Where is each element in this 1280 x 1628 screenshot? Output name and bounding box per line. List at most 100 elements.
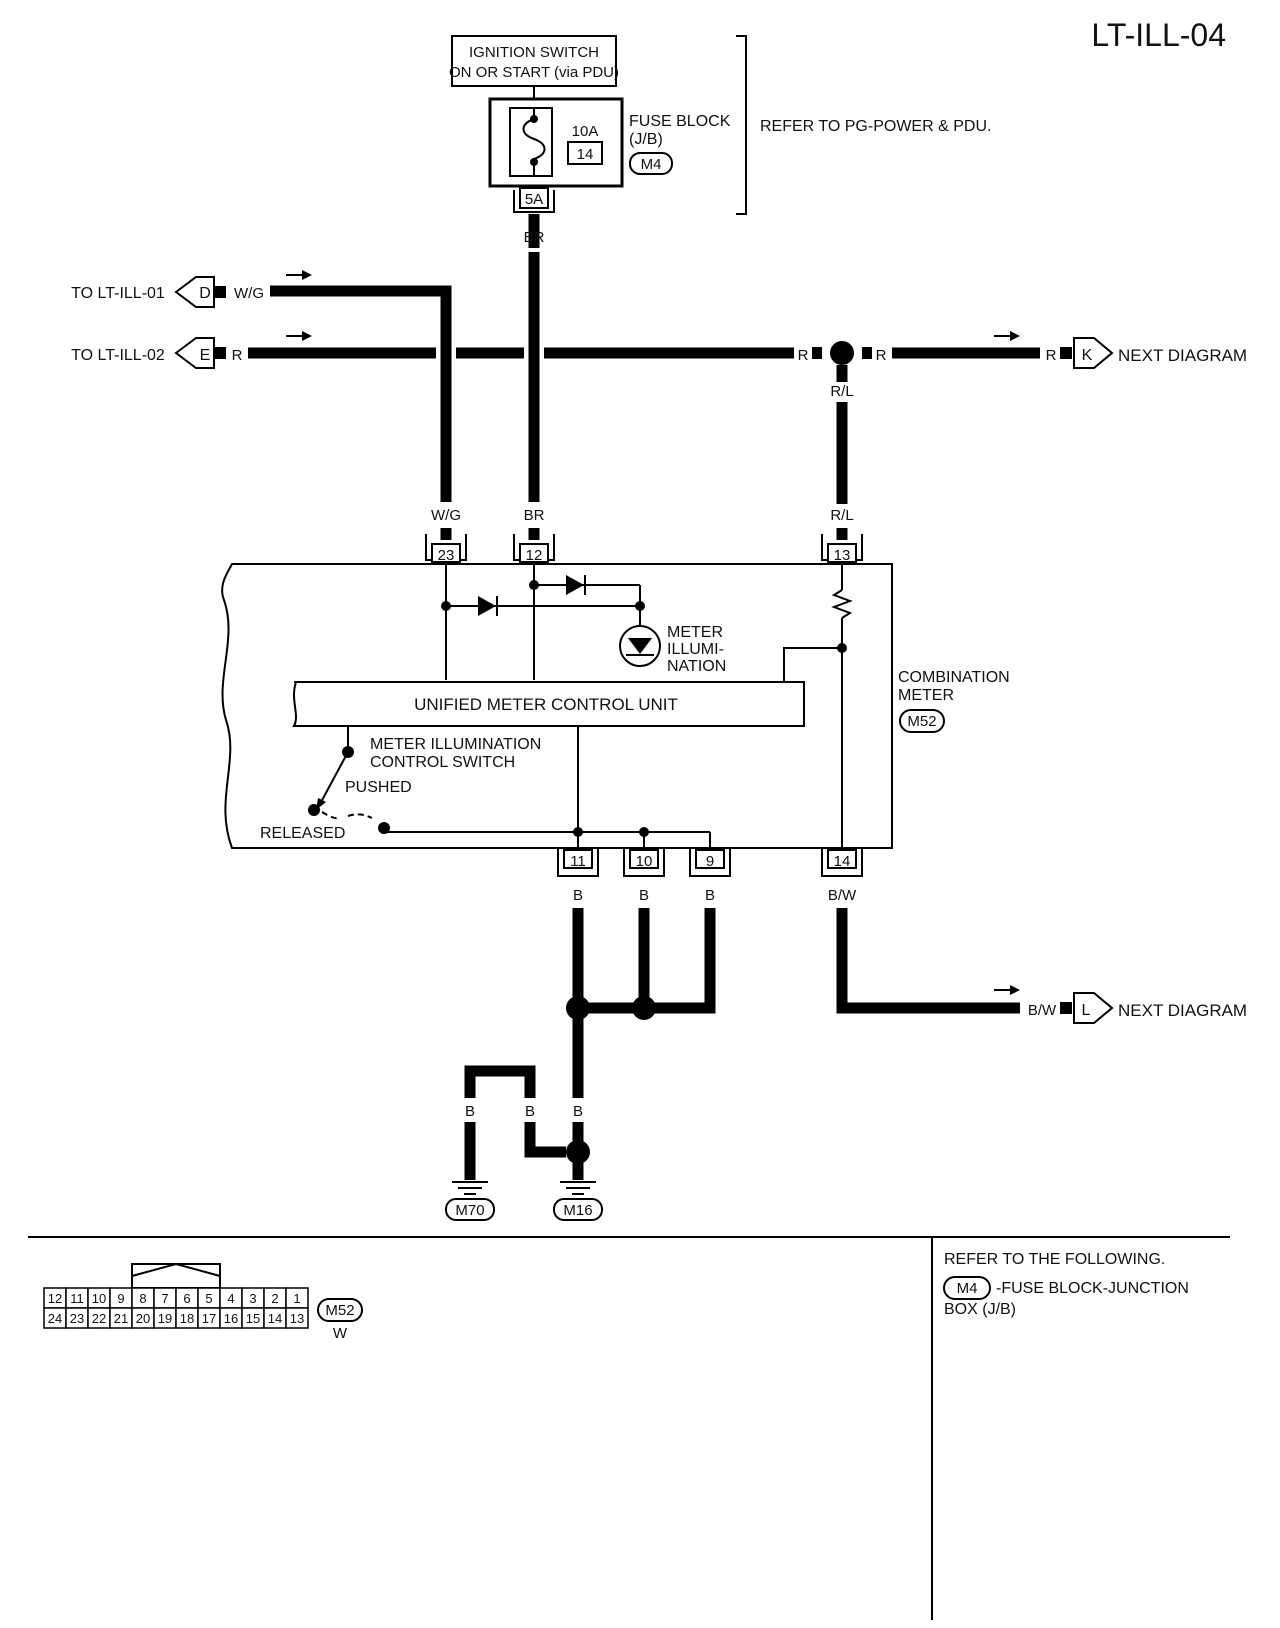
connector-face-pin-number: 16 (224, 1311, 238, 1326)
refer-box-line-1: REFER TO THE FOLLOWING. (944, 1251, 1165, 1268)
connector-face-pin-number: 12 (48, 1291, 62, 1306)
wire-wg-label-pin: W/G (431, 507, 461, 524)
connector-face-pin-number: 20 (136, 1311, 150, 1326)
pin-9-box (695, 849, 725, 869)
connector-face-id-tag (317, 1298, 363, 1322)
pin-11: 11 (570, 853, 586, 870)
ground-symbol-m16 (560, 1181, 596, 1195)
wire-b-label-9: B (705, 887, 715, 904)
wire-b-ground-gap-1 (462, 1098, 478, 1122)
terminal-5a: 5A (525, 191, 543, 208)
wire-r-label-left: R (232, 347, 243, 364)
splice-stub-right (862, 347, 872, 359)
connector-k: K (1082, 347, 1093, 364)
pin-10-box (629, 849, 659, 869)
node-illum (635, 601, 645, 611)
ignition-switch-box (451, 35, 617, 87)
connector-face-pin-number: 24 (48, 1311, 62, 1326)
wire-b-9 (644, 908, 716, 1014)
flow-arrow-bw-head (1010, 985, 1020, 995)
ground-m16-tag (553, 1198, 603, 1221)
connector-face-lock (131, 1263, 221, 1289)
flow-arrow-r-right-head (1010, 331, 1020, 341)
terminal-5a-box (519, 187, 549, 209)
wire-b-label-g2: B (573, 1103, 583, 1120)
switch-dashed-path (321, 811, 373, 820)
connector-face-color: W (333, 1325, 348, 1342)
fuse-block-connector-tag (629, 152, 673, 175)
fuse-dot-top (530, 115, 538, 123)
switch-released-contact (308, 804, 320, 816)
fuse-symbol (522, 108, 546, 176)
wire-b-ground-loop (464, 1065, 566, 1158)
ignition-label-2: ON OR START (via PDU) (449, 64, 619, 81)
pin-12: 12 (526, 547, 543, 564)
wire-r-label-right: R (1046, 347, 1057, 364)
switch-pushed-label: PUSHED (345, 779, 412, 796)
wire-rl-label-top: R/L (830, 383, 853, 400)
connector-face-pin-number: 2 (271, 1291, 278, 1306)
wire-bw-label-right: B/W (1028, 1002, 1057, 1019)
fuse-housing (509, 107, 553, 177)
pin-11-bracket (557, 848, 599, 877)
connector-l: L (1082, 1002, 1091, 1019)
connector-face-pin-number: 6 (183, 1291, 190, 1306)
connector-face-pin-number: 5 (205, 1291, 212, 1306)
wire-br-label-pin: BR (524, 507, 545, 524)
connector-face-pin-number: 9 (117, 1291, 124, 1306)
switch-arm (319, 751, 349, 805)
page-id: LT-ILL-04 (1091, 17, 1226, 53)
ground-symbol-m70 (452, 1181, 488, 1195)
combination-meter-label-2: METER (898, 687, 954, 704)
connector-face-pin-number: 13 (290, 1311, 304, 1326)
connector-face-pin-number: 8 (139, 1291, 146, 1306)
pin-23: 23 (438, 547, 455, 564)
next-diagram-l: NEXT DIAGRAM (1118, 1001, 1247, 1020)
pin-11-box (563, 849, 593, 869)
pin-9: 9 (706, 853, 714, 870)
connector-face-pin-number: 15 (246, 1311, 260, 1326)
fuse-dot-bottom (530, 158, 538, 166)
connector-face-pin-number: 22 (92, 1311, 106, 1326)
connector-face-pin-number: 18 (180, 1311, 194, 1326)
internal-cu-feed (783, 647, 842, 684)
meter-illum-label-2: ILLUMI- (667, 641, 724, 658)
splice-r (830, 341, 854, 365)
wire-wg-label-left: W/G (234, 285, 264, 302)
connector-face-pin-number: 7 (161, 1291, 168, 1306)
wire-wg-stub (214, 286, 226, 298)
wire-b-label-11: B (573, 887, 583, 904)
connector-e-arrow (174, 337, 215, 369)
terminal-5a-bracket (513, 190, 555, 213)
wire-b-ground-gap-2 (522, 1098, 538, 1122)
pin-10-bracket (623, 848, 665, 877)
combination-meter-connector: M52 (907, 713, 936, 730)
diode-1 (478, 596, 496, 616)
control-unit-label: UNIFIED METER CONTROL UNIT (414, 695, 678, 714)
ground-m16: M16 (563, 1202, 592, 1219)
fuse-number-box (567, 141, 603, 165)
unified-meter-control-unit (292, 681, 805, 727)
connector-face-pin-number: 11 (70, 1291, 84, 1306)
connector-d-arrow (174, 276, 215, 308)
refer-box-line-2: -FUSE BLOCK-JUNCTION (996, 1280, 1189, 1297)
wire-bw-label-pin: B/W (828, 887, 857, 904)
pin-14-bracket (821, 848, 863, 877)
splice-b-ground (566, 1140, 590, 1164)
wire-r-label-splice-right: R (876, 347, 887, 364)
fuse-block-label-2: (J/B) (629, 131, 663, 148)
wire-br-label: BR (524, 229, 545, 246)
connector-face-pin-number: 21 (114, 1311, 128, 1326)
refer-box-connector: M4 (957, 1280, 978, 1297)
meter-illum-label-3: NATION (667, 658, 726, 675)
wire-rl-label-bottom: R/L (830, 507, 853, 524)
fuse-block-connector: M4 (641, 156, 662, 173)
pin-14-box (827, 849, 857, 869)
connector-face-pin-number: 17 (202, 1311, 216, 1326)
pin-9-bracket (689, 848, 731, 877)
connector-face-pin-number: 19 (158, 1311, 172, 1326)
node-ground-10 (639, 827, 649, 837)
resistor (831, 589, 853, 619)
connector-k-arrow (1073, 337, 1114, 369)
node-ground-11 (573, 827, 583, 837)
